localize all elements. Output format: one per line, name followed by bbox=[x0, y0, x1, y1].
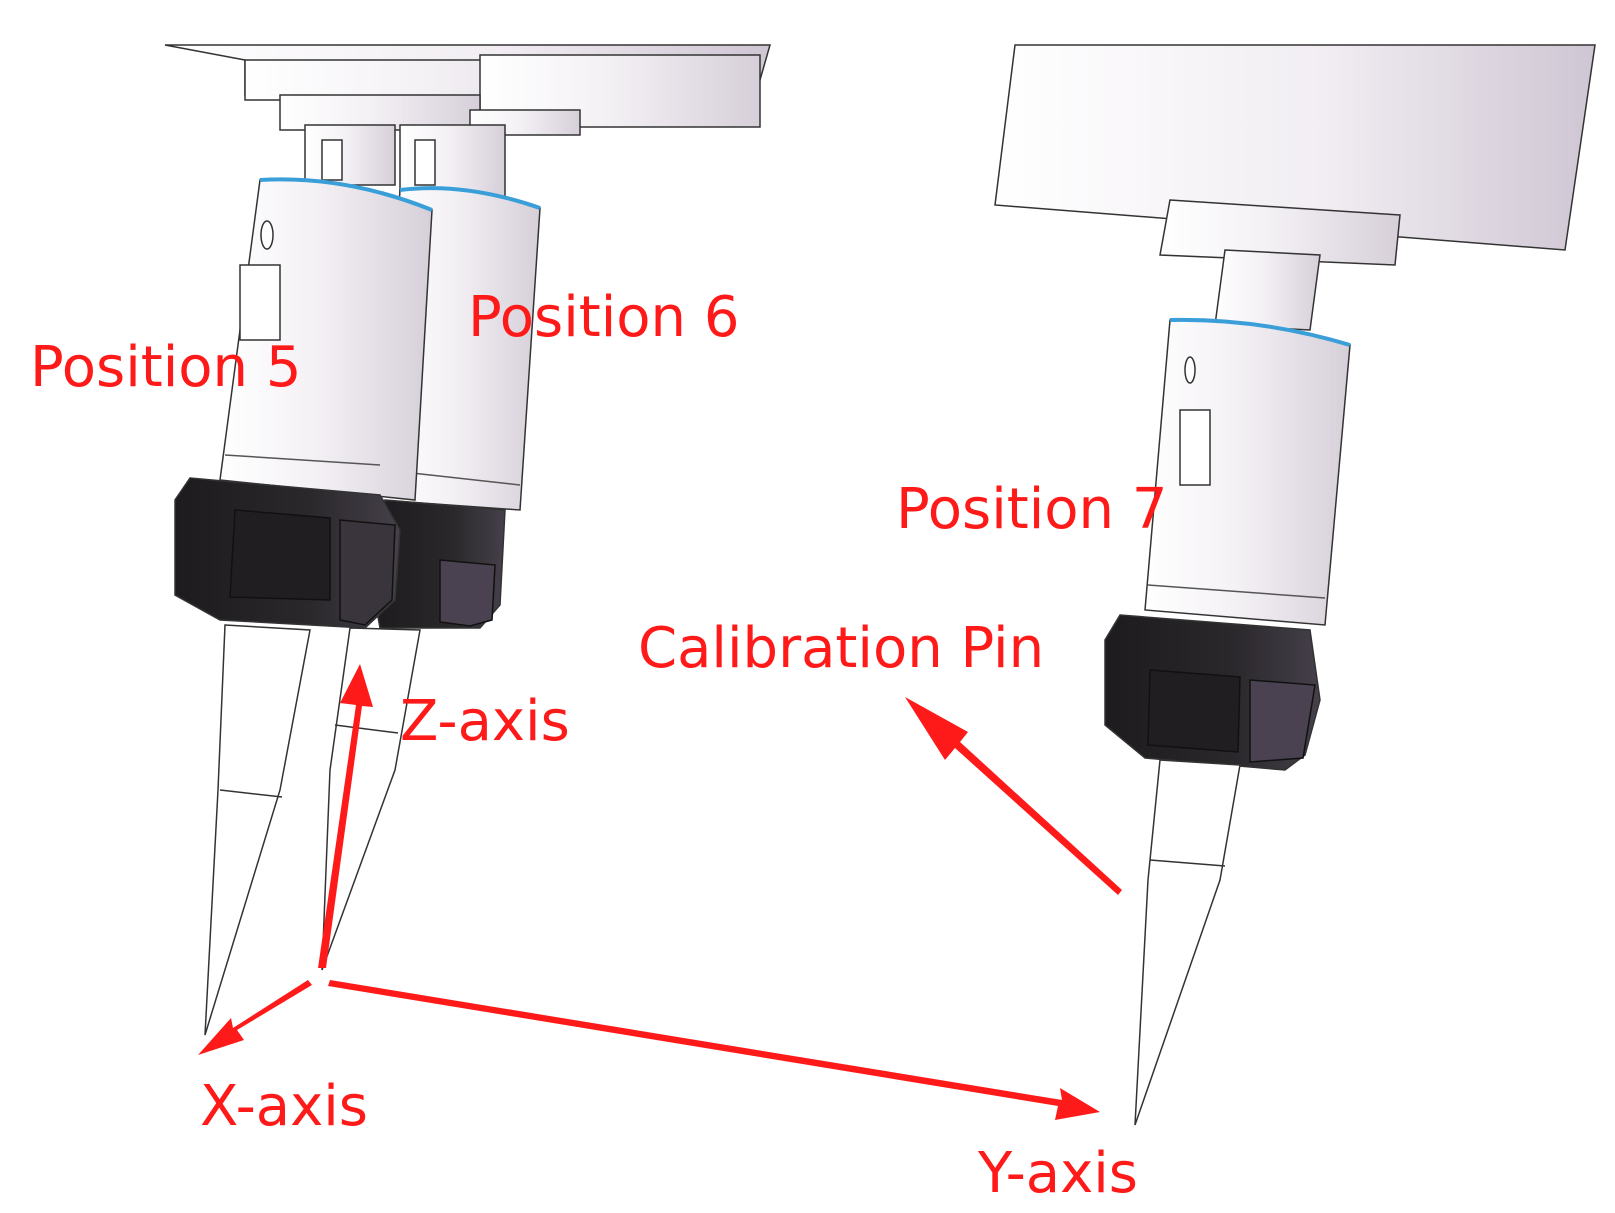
position-6-label: Position 6 bbox=[468, 285, 739, 350]
tool-holder-position-6 bbox=[321, 186, 541, 971]
z-axis-arrow bbox=[318, 664, 373, 968]
position-5-label: Position 5 bbox=[30, 335, 301, 400]
y-axis-label: Y-axis bbox=[977, 1141, 1138, 1206]
y-axis-arrow bbox=[328, 980, 1100, 1120]
x-axis-arrow bbox=[198, 980, 312, 1055]
tool-holder-position-7 bbox=[994, 44, 1596, 1126]
spindle-left bbox=[164, 44, 771, 201]
tool-holder-position-5 bbox=[174, 177, 433, 1036]
x-axis-label: X-axis bbox=[200, 1074, 368, 1139]
z-axis-label: Z-axis bbox=[400, 689, 570, 754]
calibration-pin-label: Calibration Pin bbox=[638, 616, 1044, 681]
calibration-pin-arrow bbox=[905, 697, 1122, 895]
position-7-label: Position 7 bbox=[896, 477, 1167, 542]
